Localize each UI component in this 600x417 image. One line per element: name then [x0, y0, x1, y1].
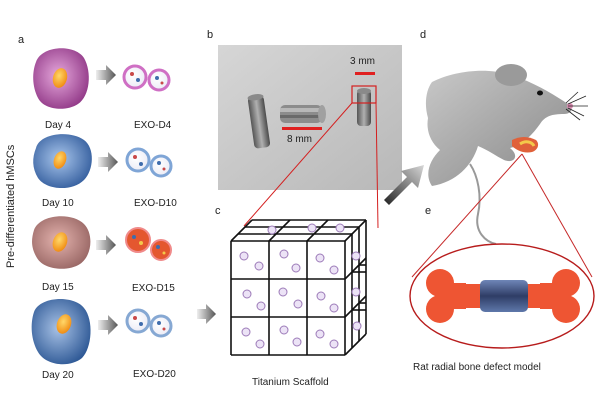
zoom-line-rat-right [521, 153, 593, 278]
exosome-day4-b [147, 68, 171, 92]
arrow-icon [96, 65, 116, 85]
rat-forelimb-implant [512, 137, 539, 153]
exosome-day20-a [125, 308, 151, 334]
nucleus-day15 [52, 232, 68, 252]
bone-icon [426, 269, 580, 323]
arrow-icon [98, 315, 118, 335]
row-day20: Day 20 EXO-D20 [31, 299, 176, 381]
panel-label-c: c [215, 205, 221, 217]
rat-whiskers [565, 91, 588, 121]
panel-label-b: b [207, 29, 213, 41]
scaffold-exosomes [239, 223, 362, 349]
exosome-day10-b [149, 154, 173, 178]
exo-label-day4: EXO-D4 [134, 120, 172, 131]
nucleus-day10 [53, 151, 67, 169]
arrow-icon [384, 165, 424, 205]
exo-label-day10: EXO-D10 [134, 198, 177, 209]
exosome-day15-a [125, 227, 151, 253]
bone-defect-scaffold [480, 280, 528, 312]
model-caption: Rat radial bone defect model [413, 362, 541, 373]
scale-bar-8mm [282, 127, 322, 130]
panel-label-d: d [420, 29, 426, 41]
exo-label-day20: EXO-D20 [133, 369, 176, 380]
day-label-day15: Day 15 [42, 282, 74, 293]
panel-label-e: e [425, 205, 431, 217]
day-label-day10: Day 10 [42, 198, 74, 209]
scaffold-caption: Titanium Scaffold [252, 377, 329, 388]
vertical-label-hmscs: Pre-differentiated hMSCs [5, 144, 17, 268]
row-day15: Day 15 EXO-D15 [32, 216, 175, 294]
rat-tail [469, 163, 497, 245]
row-day4: Day 4 EXO-D4 [33, 48, 172, 131]
exosome-day4-a [122, 64, 148, 90]
rat-illustration [425, 64, 588, 245]
exosome-day20-b [149, 314, 173, 338]
arrow-icon [98, 152, 118, 172]
nucleus-day20 [56, 314, 72, 334]
arrow-icon [96, 235, 116, 255]
row-day10: Day 10 EXO-D10 [33, 134, 177, 209]
scale-label-8mm: 8 mm [287, 134, 312, 145]
zoom-line-right [375, 102, 379, 229]
exo-label-day15: EXO-D15 [132, 283, 175, 294]
scaffold-rod-2 [280, 105, 326, 123]
scaffold-lattice-lines [230, 219, 367, 356]
day-label-day4: Day 4 [45, 120, 72, 131]
exosome-day10-a [125, 147, 151, 173]
photo-panel: 8 mm 3 mm [218, 45, 402, 190]
arrow-icon [197, 304, 216, 324]
zoom-line-left [243, 102, 353, 227]
exosome-day15-b [150, 239, 172, 261]
zoom-box [351, 85, 377, 104]
scaffold-rod-3 [357, 88, 371, 126]
day-label-day20: Day 20 [42, 370, 74, 381]
rat-eye [537, 90, 543, 96]
titanium-scaffold [230, 219, 367, 356]
rat-ear [495, 64, 527, 86]
scale-label-3mm: 3 mm [350, 56, 375, 67]
panel-label-a: a [18, 34, 25, 46]
zoom-line-rat-left [411, 153, 523, 278]
scale-bar-3mm [355, 72, 375, 75]
scaffold-rod-1 [247, 94, 271, 149]
nucleus-day4 [52, 68, 68, 88]
rat-body [425, 70, 572, 186]
bone-defect-model [409, 243, 595, 349]
